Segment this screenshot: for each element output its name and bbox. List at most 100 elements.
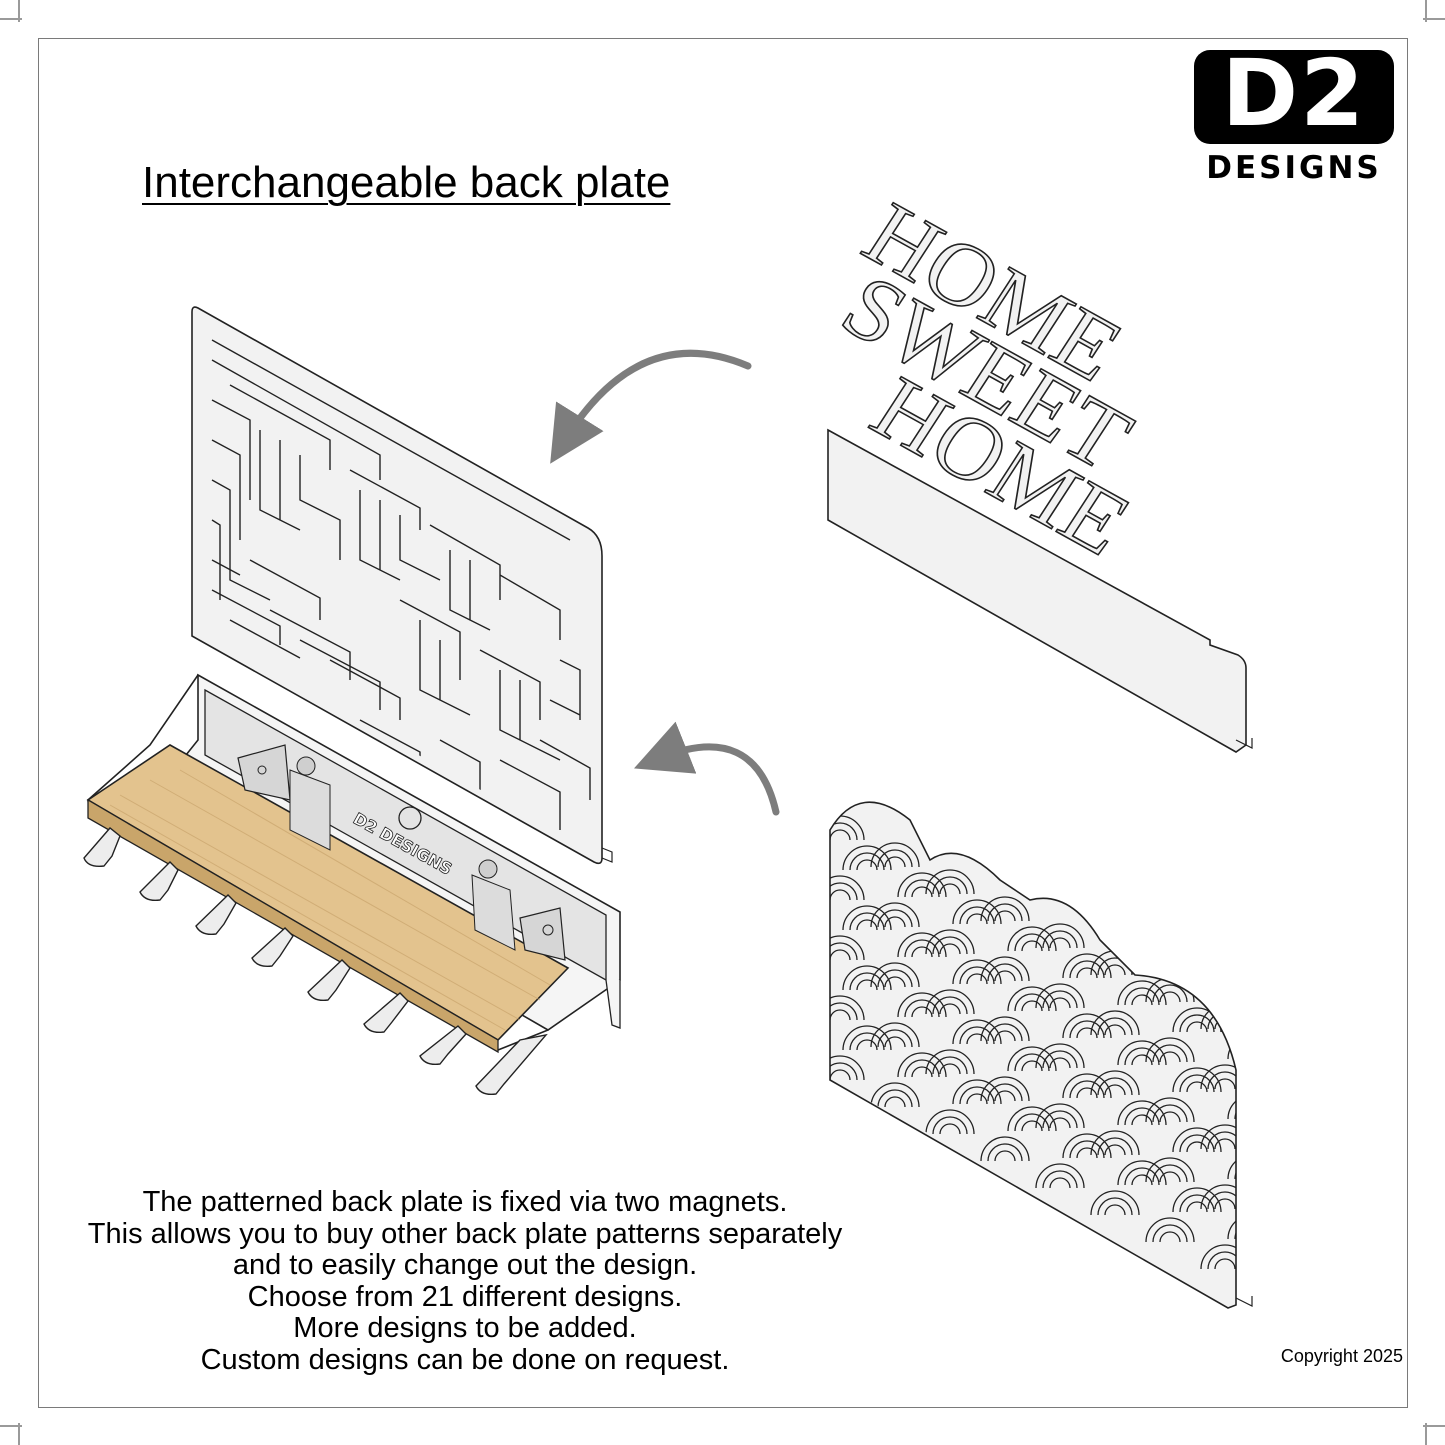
wave-arc xyxy=(1104,1024,1126,1036)
wave-arc xyxy=(925,929,975,955)
wave-arc xyxy=(952,899,1002,925)
wave-arc xyxy=(830,882,858,901)
wave-arc xyxy=(980,896,1030,922)
wave-arc xyxy=(842,845,892,871)
wave-arc xyxy=(877,969,913,988)
wave-arc xyxy=(842,905,892,931)
wave-arc xyxy=(994,1150,1016,1162)
description-line: Custom designs can be done on request. xyxy=(200,1343,730,1376)
wave-arc xyxy=(904,939,940,958)
wave-arc xyxy=(1172,1187,1222,1213)
wave-arc xyxy=(1049,1057,1071,1069)
wave-arc xyxy=(939,1003,961,1015)
wave-arc xyxy=(849,972,885,991)
wave-arc xyxy=(1131,1174,1153,1186)
corner-mark-tr-v xyxy=(1425,0,1427,22)
wave-arc xyxy=(1159,991,1181,1003)
wave-arc xyxy=(1186,1081,1208,1093)
wave-arc xyxy=(830,829,851,841)
wave-arc xyxy=(1124,1167,1160,1186)
wave-arc xyxy=(1207,1191,1236,1210)
wave-arc xyxy=(1234,1101,1236,1120)
corner-mark-tl-v xyxy=(18,0,20,22)
wave-arc xyxy=(925,1109,975,1135)
wave-arc xyxy=(1145,1037,1195,1063)
wave-arc xyxy=(877,909,913,928)
wave-arc xyxy=(1242,1169,1262,1179)
description-line: The patterned back plate is fixed via tw… xyxy=(142,1186,788,1218)
wave-arc xyxy=(925,989,975,1015)
wave-arc xyxy=(1186,1021,1208,1033)
wave-arc xyxy=(1035,1043,1085,1069)
wave-arc xyxy=(1131,1054,1153,1066)
wave-arc xyxy=(1069,1140,1105,1159)
wave-arc xyxy=(830,935,865,961)
wave-arc xyxy=(877,849,913,868)
wave-arc xyxy=(1021,1120,1043,1132)
wave-arc xyxy=(994,1090,1016,1102)
wave-arc xyxy=(1104,1204,1126,1216)
wave-arc xyxy=(1227,1214,1236,1240)
wave-arc xyxy=(830,822,858,841)
maze-back-plate xyxy=(191,306,613,865)
wave-arc xyxy=(1062,1013,1112,1039)
wave-arc xyxy=(849,912,885,931)
wave-arc xyxy=(1242,1229,1262,1239)
wave-arc xyxy=(830,1062,858,1081)
wave-arc xyxy=(1179,1014,1215,1033)
wave-arc xyxy=(1042,930,1078,949)
wave-arc xyxy=(1021,940,1043,952)
wave-arc xyxy=(1069,1080,1105,1099)
wave-arc xyxy=(1200,1244,1236,1270)
wave-arc xyxy=(952,1019,1002,1045)
wave-arc xyxy=(1090,1130,1140,1156)
wave-arc xyxy=(987,1143,1023,1162)
wave-arc xyxy=(877,1089,913,1108)
wave-arc xyxy=(1179,1194,1215,1213)
wave-arc xyxy=(856,1039,878,1051)
wave-arc xyxy=(980,1136,1030,1162)
logo-mark: D2 xyxy=(1221,40,1367,147)
wave-arc xyxy=(1007,986,1057,1012)
wave-arc xyxy=(1124,1047,1160,1066)
wave-arc xyxy=(1152,1104,1188,1123)
wave-arc xyxy=(1227,1034,1236,1060)
copyright-notice: Copyright 2025 xyxy=(1280,1346,1403,1366)
wave-arc xyxy=(1152,1224,1188,1243)
wave-arc xyxy=(1124,987,1160,1006)
wave-arc xyxy=(884,856,906,868)
description-line: and to easily change out the design. xyxy=(232,1249,698,1281)
page-border xyxy=(38,38,1408,1408)
wave-arc xyxy=(1021,1000,1043,1012)
wave-arc xyxy=(911,1006,933,1018)
wave-arc xyxy=(1159,1231,1181,1243)
wave-arc xyxy=(1152,1164,1188,1183)
wave-arc xyxy=(1062,1133,1112,1159)
wave-arc xyxy=(1069,1020,1105,1039)
wave-arc xyxy=(1214,1198,1236,1210)
wave-arc xyxy=(1097,1197,1133,1216)
wave-arc xyxy=(897,1052,947,1078)
wave-arc xyxy=(932,996,968,1015)
wave-arc xyxy=(870,902,920,928)
corner-mark-br-v xyxy=(1425,1423,1427,1445)
wave-arc xyxy=(1242,1049,1262,1059)
wave-arc xyxy=(1042,1050,1078,1069)
wave-arc xyxy=(1207,1071,1236,1090)
wave-arc xyxy=(1227,1154,1236,1180)
wave-arc xyxy=(1124,1107,1160,1126)
wave-arc xyxy=(870,1022,920,1048)
wave-arc xyxy=(994,910,1016,922)
corner-mark-bl xyxy=(0,1425,22,1427)
wave-arc xyxy=(952,959,1002,985)
wave-arc xyxy=(1007,1046,1057,1072)
wave-arc xyxy=(994,970,1016,982)
wave-arc xyxy=(1152,984,1188,1003)
wave-arc xyxy=(1076,1147,1098,1159)
wave-arc xyxy=(1242,1109,1262,1119)
description-line: Choose from 21 different designs. xyxy=(247,1280,683,1313)
arrow-to-maze-icon xyxy=(550,349,752,464)
wave-arc xyxy=(939,943,961,955)
wave-arc xyxy=(904,879,940,898)
wave-arc xyxy=(939,1063,961,1075)
